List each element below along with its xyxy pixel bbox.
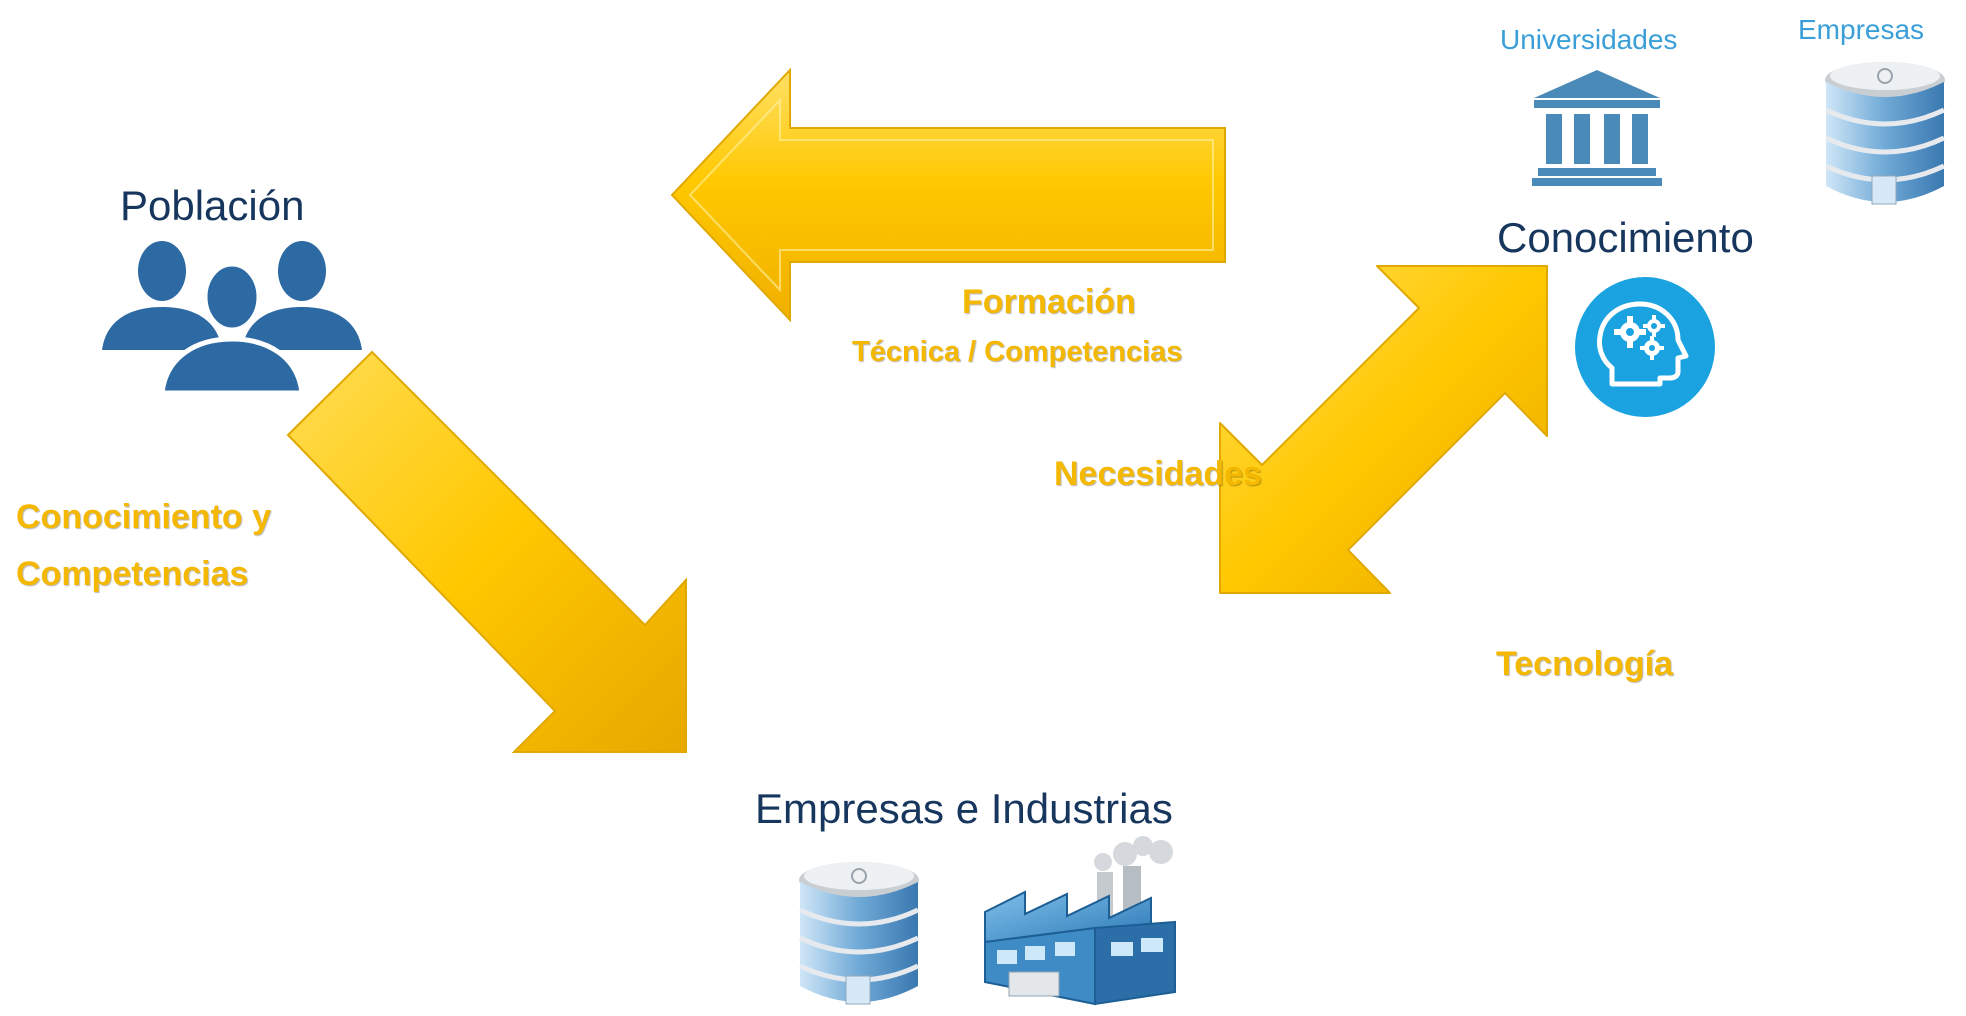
empresas-label: Empresas: [1798, 14, 1925, 45]
formacion-subtitle: Técnica / Competencias: [852, 336, 1183, 368]
brain-gears-icon: [1575, 277, 1715, 417]
conocimiento-y-label: Conocimiento y: [16, 498, 272, 536]
necesidades-label: Necesidades: [1054, 455, 1262, 493]
office-building-icon: [798, 862, 920, 1005]
poblacion-to-empresas-arrow: [286, 350, 687, 753]
tecnologia-label: Tecnología: [1496, 645, 1673, 683]
empresas-industrias-label: Empresas e Industrias: [755, 785, 1173, 832]
office-building-icon: [1824, 62, 1946, 205]
poblacion-label: Población: [120, 182, 305, 229]
formacion-title: Formación: [962, 283, 1136, 321]
formacion-arrow: [670, 67, 1226, 323]
universidades-label: Universidades: [1500, 24, 1678, 55]
conocimiento-label: Conocimiento: [1497, 214, 1754, 261]
formacion-arrow-bevel: [688, 97, 1214, 293]
empresas-conocimiento-double-arrow: [1219, 265, 1548, 594]
people-group-icon: [102, 241, 362, 395]
factory-icon: [984, 836, 1176, 1006]
university-icon: [1532, 70, 1662, 186]
competencias-label: Competencias: [16, 555, 249, 593]
